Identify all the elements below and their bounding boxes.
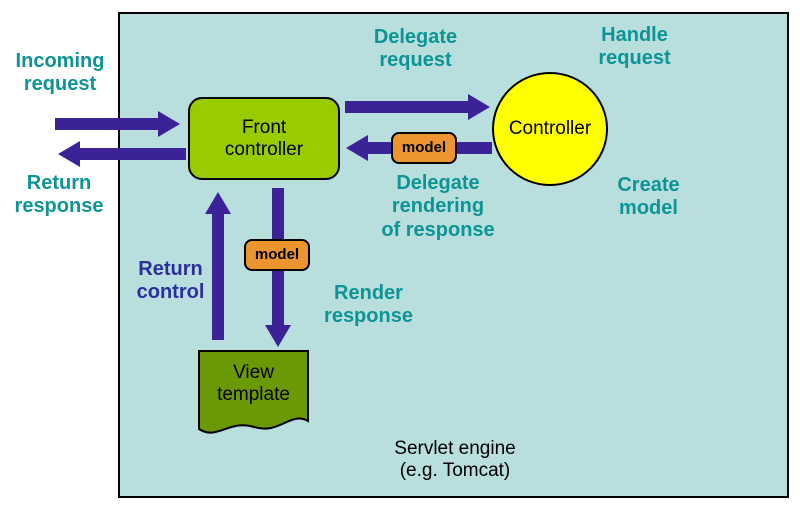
servlet-engine-label: Servlet engine (e.g. Tomcat) <box>394 438 516 482</box>
handle-request-label: Handle request <box>598 24 671 70</box>
model-badge-bottom: model <box>244 239 310 271</box>
view-template-shape <box>198 350 309 434</box>
render-response-label: Render response <box>324 282 413 328</box>
return-control-label: Return control <box>136 258 205 304</box>
delegate-request-label: Delegate request <box>373 26 458 72</box>
view-template-label: View template <box>217 362 290 405</box>
create-model-label: Create model <box>617 174 680 220</box>
model-badge-top: model <box>391 132 457 164</box>
return-response-label: Return response <box>14 172 104 218</box>
controller-node: Controller <box>492 72 608 186</box>
front-controller-node: Front controller <box>188 97 340 180</box>
delegate-rendering-label: Delegate rendering of response <box>381 172 495 241</box>
view-template-node <box>197 349 310 441</box>
incoming-request-label: Incoming request <box>15 50 105 96</box>
